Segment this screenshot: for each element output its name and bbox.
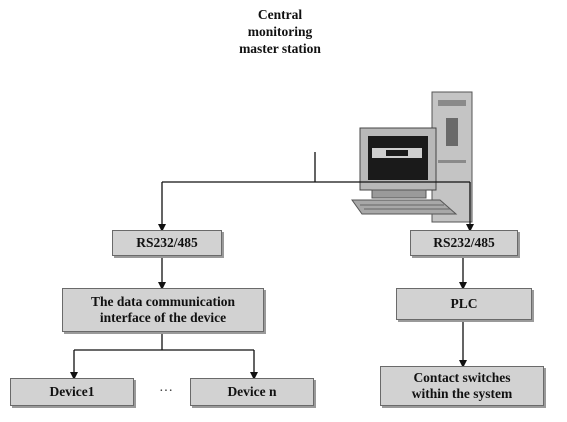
interface-label-line-1: The data communication (90, 294, 235, 309)
rs232-485-left-label: RS232/485 (136, 235, 198, 250)
plc-box: PLC (396, 288, 532, 320)
rs232-485-left-box: RS232/485 (112, 230, 222, 256)
device-n-label: Device n (227, 384, 277, 399)
data-communication-interface-box: The data communication interface of the … (62, 288, 264, 332)
rs232-485-right-box: RS232/485 (410, 230, 518, 256)
title-line-2: monitoring (247, 24, 313, 39)
interface-label-line-2: interface of the device (99, 310, 227, 325)
plc-label: PLC (450, 296, 478, 311)
contact-label-line-2: within the system (411, 386, 513, 401)
title-line-1: Central (257, 7, 303, 22)
contact-switches-box: Contact switches within the system (380, 366, 544, 406)
device1-box: Device1 (10, 378, 134, 406)
title-line-3: master station (239, 41, 321, 56)
master-station-title: Central monitoring master station (200, 6, 360, 57)
device-n-box: Device n (190, 378, 314, 406)
ellipsis-text: ··· (159, 384, 173, 399)
desktop-computer-icon (351, 91, 473, 223)
device1-label: Device1 (49, 384, 95, 399)
rs232-485-right-label: RS232/485 (433, 235, 495, 250)
contact-label-line-1: Contact switches (413, 370, 511, 385)
